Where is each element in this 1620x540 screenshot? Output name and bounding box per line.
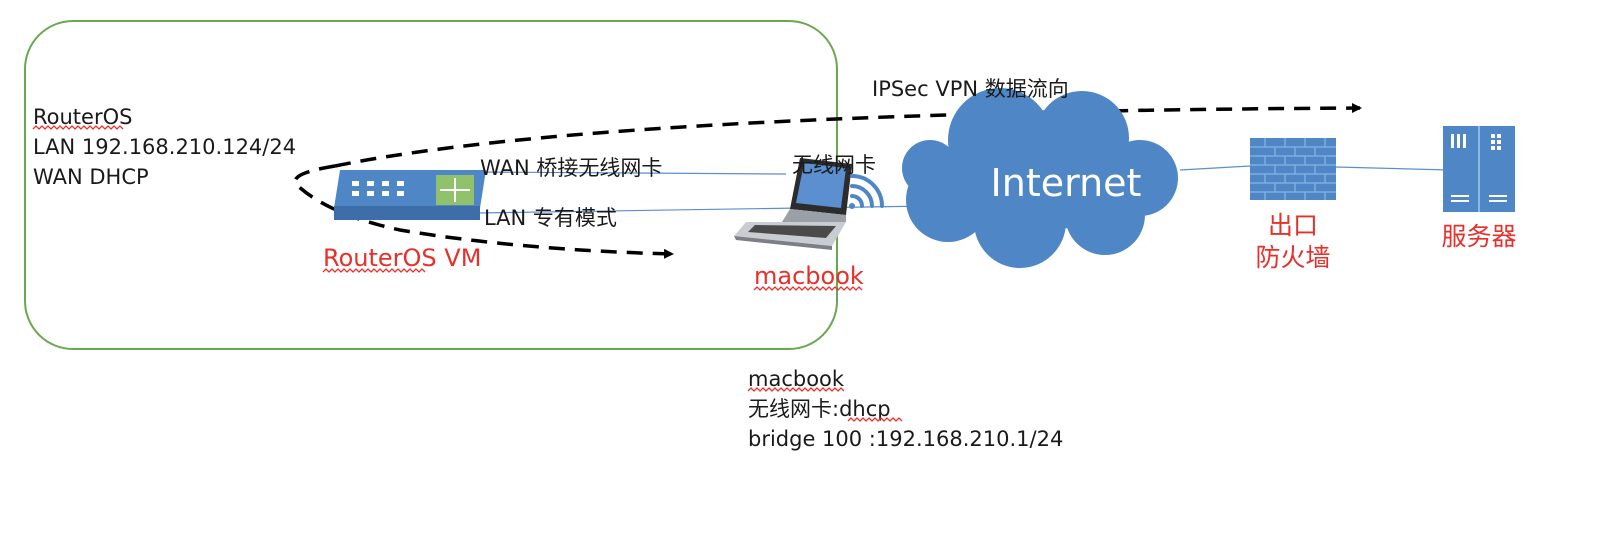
internet-label: Internet xyxy=(991,161,1142,205)
wan-link-line xyxy=(475,171,787,175)
routeros-info-line2: LAN 192.168.210.124/24 xyxy=(33,135,296,159)
spellcheck-underline xyxy=(322,268,426,273)
cloud-icon xyxy=(902,88,1178,268)
ipsec-flow-arrow xyxy=(334,103,1362,168)
macbook-info-line3: bridge 100 :192.168.210.1/24 xyxy=(748,427,1063,451)
firewall-server-link xyxy=(1335,166,1451,171)
spellcheck-underline xyxy=(32,125,124,130)
macbook-info-line1: macbook xyxy=(748,367,845,391)
ipsec-flow-label: IPSec VPN 数据流向 xyxy=(872,77,1069,101)
routeros-vm-label: RouterOS VM xyxy=(323,244,481,272)
spellcheck-underline xyxy=(753,286,863,291)
wan-bridge-label: WAN 桥接无线网卡 xyxy=(480,156,662,180)
spellcheck-underline xyxy=(847,417,903,422)
firewall-label-line1: 出口 xyxy=(1268,211,1318,240)
firewall-label-line2: 防火墙 xyxy=(1255,243,1330,272)
routeros-info-line1: RouterOS xyxy=(33,105,132,129)
lan-private-label: LAN 专有模式 xyxy=(484,206,617,230)
server-label: 服务器 xyxy=(1441,222,1516,251)
server-icon xyxy=(1443,126,1515,212)
routeros-info-line3: WAN DHCP xyxy=(33,165,149,189)
macbook-device-label: macbook xyxy=(754,262,864,290)
router-icon xyxy=(334,170,486,220)
firewall-icon xyxy=(1250,138,1336,200)
internet-firewall-link xyxy=(1179,165,1251,171)
macbook-info-line2: 无线网卡:dhcp xyxy=(748,397,891,421)
spellcheck-underline xyxy=(747,387,845,392)
wifi-icon xyxy=(849,174,884,209)
wireless-nic-label: 无线网卡 xyxy=(792,153,876,177)
laptop-icon xyxy=(734,158,852,250)
